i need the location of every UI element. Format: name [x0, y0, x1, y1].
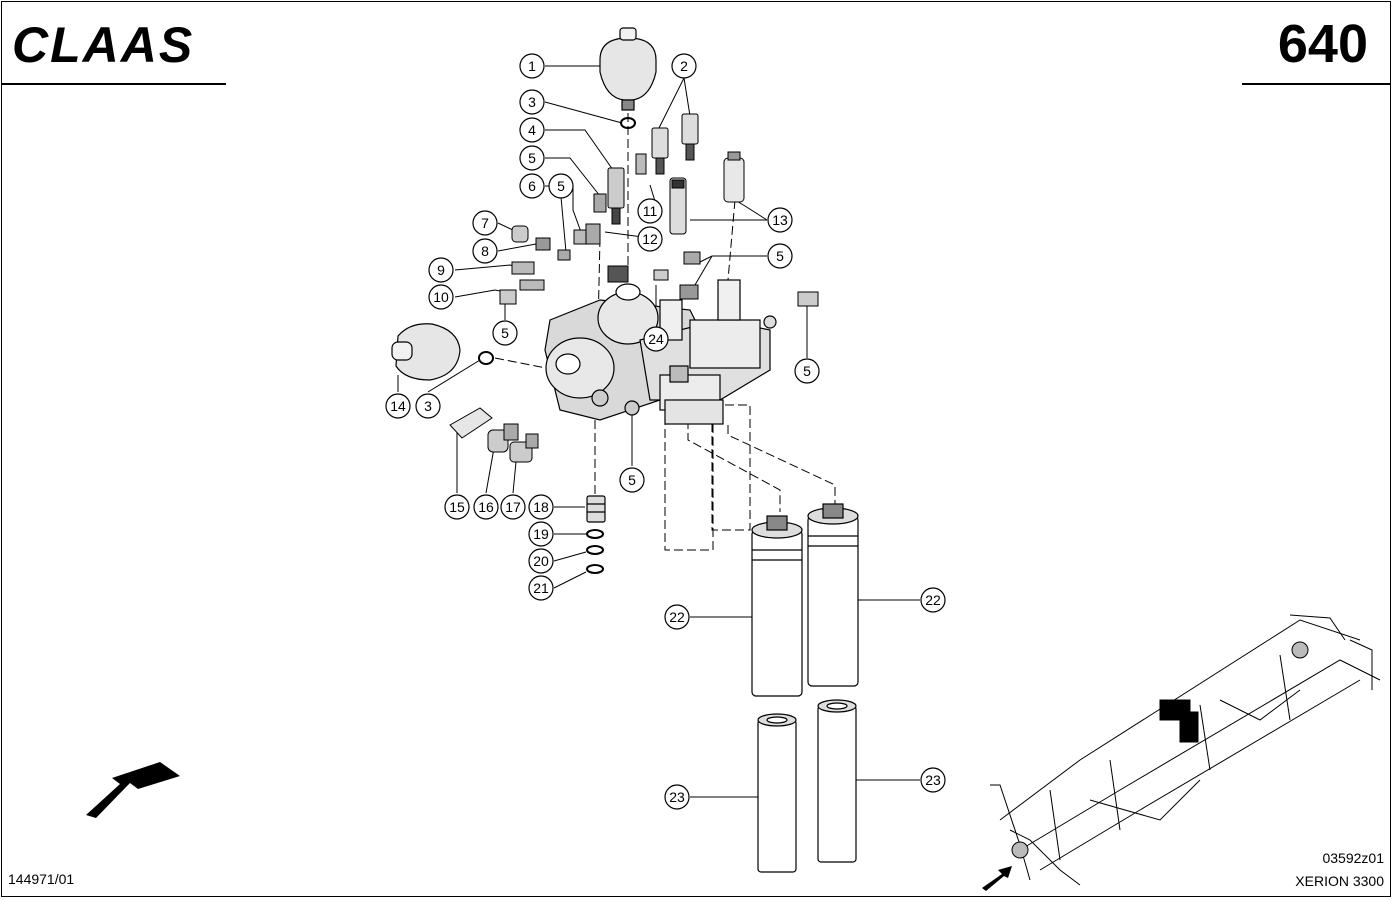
callout-4: 4: [519, 117, 545, 143]
callout-1: 1: [519, 53, 545, 79]
callout-22: 22: [664, 604, 690, 630]
svg-text:5: 5: [528, 150, 536, 166]
svg-text:5: 5: [557, 178, 565, 194]
callout-11: 11: [637, 198, 663, 224]
callout-5: 5: [548, 173, 574, 199]
callout-7: 7: [472, 210, 498, 236]
callout-5: 5: [767, 243, 793, 269]
assembly-lines: [494, 100, 836, 551]
svg-text:5: 5: [776, 248, 784, 264]
svg-text:6: 6: [528, 178, 536, 194]
control-valve-block: [544, 279, 777, 425]
svg-text:16: 16: [478, 499, 494, 515]
drawing-reference: 144971/01: [8, 871, 75, 887]
svg-text:23: 23: [925, 772, 941, 788]
svg-text:22: 22: [925, 592, 941, 608]
callouts: 1 2 3 4 5 6 5 7 8 9 10 11 12 13 5 5 5 24…: [385, 53, 946, 810]
callout-12: 12: [637, 226, 663, 252]
model-name: XERION 3300: [1295, 873, 1384, 889]
callout-3: 3: [519, 89, 545, 115]
brand-logo-text: CLAAS: [12, 17, 194, 73]
svg-text:11: 11: [643, 203, 658, 219]
svg-text:20: 20: [533, 553, 549, 569]
page-number: 640: [1277, 14, 1368, 74]
callout-20: 20: [528, 548, 554, 574]
callout-5: 5: [794, 358, 820, 384]
callout-23: 23: [920, 767, 946, 793]
svg-text:21: 21: [533, 580, 549, 596]
svg-text:5: 5: [628, 472, 636, 488]
callout-16: 16: [473, 494, 499, 520]
callout-17: 17: [500, 494, 526, 520]
filter-elements: [757, 699, 857, 873]
callout-21: 21: [528, 575, 554, 601]
callout-5: 5: [619, 467, 645, 493]
svg-text:24: 24: [648, 331, 664, 347]
chassis-location-overview: [990, 614, 1381, 886]
callout-2: 2: [671, 53, 697, 79]
svg-text:5: 5: [501, 325, 509, 341]
callout-5: 5: [492, 320, 518, 346]
direction-arrow-icon: [86, 762, 180, 818]
svg-text:3: 3: [528, 94, 536, 110]
callout-3: 3: [415, 393, 441, 419]
callout-5: 5: [519, 145, 545, 171]
callout-6: 6: [519, 173, 545, 199]
svg-text:19: 19: [533, 526, 549, 542]
filter-housings: [751, 503, 859, 697]
svg-text:23: 23: [669, 789, 685, 805]
svg-text:17: 17: [505, 499, 521, 515]
callout-19: 19: [528, 521, 554, 547]
pressure-sensors: [499, 113, 819, 307]
small-direction-arrow-icon: [982, 866, 1012, 891]
svg-text:12: 12: [642, 231, 658, 247]
callout-23: 23: [664, 784, 690, 810]
svg-text:2: 2: [680, 58, 688, 74]
valve-insert-and-orings: [586, 495, 606, 574]
image-code: 03592z01: [1322, 850, 1384, 866]
svg-text:22: 22: [669, 609, 685, 625]
callout-10: 10: [428, 284, 454, 310]
svg-text:15: 15: [449, 499, 465, 515]
callout-14: 14: [385, 393, 411, 419]
callout-18: 18: [528, 494, 554, 520]
svg-text:3: 3: [424, 398, 432, 414]
svg-text:8: 8: [481, 243, 489, 259]
svg-text:4: 4: [528, 122, 536, 138]
callout-13: 13: [767, 207, 793, 233]
svg-text:9: 9: [437, 262, 445, 278]
callout-8: 8: [472, 238, 498, 264]
callout-22: 22: [920, 587, 946, 613]
svg-text:14: 14: [390, 398, 406, 414]
svg-text:1: 1: [528, 58, 536, 74]
svg-text:5: 5: [803, 363, 811, 379]
pressure-accumulator-top: [599, 27, 657, 129]
pressure-accumulator-left: [391, 323, 494, 381]
svg-text:7: 7: [481, 215, 489, 231]
callout-24: 24: [643, 326, 669, 352]
fittings-15-17: [449, 407, 539, 463]
svg-text:18: 18: [533, 499, 549, 515]
callout-9: 9: [428, 257, 454, 283]
callout-15: 15: [444, 494, 470, 520]
svg-text:13: 13: [772, 212, 788, 228]
claas-logo: CLAAS: [12, 17, 194, 73]
leader-lines: [397, 65, 920, 798]
svg-text:10: 10: [433, 289, 449, 305]
